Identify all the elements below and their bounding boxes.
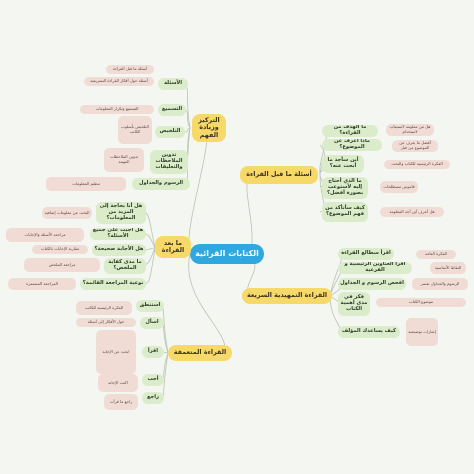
focus-leaf-2[interactable]: أسئلة حول أفكار القراءة التسريعية bbox=[84, 77, 154, 86]
after-leaf-3[interactable]: مقارنة الإجابات بالكتاب bbox=[32, 245, 88, 254]
before-where[interactable]: أين سأجد ما أبحث عنه؟ bbox=[322, 155, 364, 173]
after-review[interactable]: نوعية المراجعة القائمة؟ bbox=[80, 278, 146, 290]
focus-leaf-3[interactable]: التسميع وتكرار المعلومات bbox=[80, 105, 154, 114]
after-leaf-5[interactable]: المراجعة المستمرة bbox=[8, 278, 76, 290]
before-leaf-3[interactable]: الفكرة الرئيسية للكتاب والبحث bbox=[384, 160, 450, 169]
focus-leaf-4[interactable]: التلخيص بأسلوب الكاتب bbox=[118, 116, 152, 144]
deep-leaf-3[interactable]: ابحث عن الإجابة bbox=[96, 330, 136, 374]
quick-leaf-3[interactable]: الرسوم والجداول تفسر bbox=[412, 278, 468, 290]
deep-read[interactable]: اقرأ bbox=[142, 346, 164, 358]
before-leaf-2[interactable]: أفضل ما يعرف عن الموضوع من قبل bbox=[392, 140, 438, 152]
after-leaf-1[interactable]: البحث عن معلومات إضافية bbox=[42, 207, 92, 219]
quick-leaf-2[interactable]: النقاط الأساسية bbox=[430, 262, 466, 274]
before-know[interactable]: ماذا أعرف عن الموضوع؟ bbox=[322, 139, 382, 151]
after-leaf-4[interactable]: مراجعة الملخص bbox=[24, 258, 100, 272]
focus-graphics[interactable]: الرسوم والجداول bbox=[132, 178, 190, 190]
focus-leaf-5[interactable]: تدوين الملاحظات المهمة bbox=[104, 148, 144, 172]
deep-survey[interactable]: استنطق bbox=[136, 300, 164, 312]
before-verify[interactable]: كيف سأتأكد من فهم الموضوع؟ bbox=[322, 202, 368, 222]
before-leaf-5[interactable]: هل أعرف أين أجد المعلومة bbox=[380, 207, 444, 217]
deep-review[interactable]: راجع bbox=[142, 392, 164, 404]
main-topic-focus[interactable]: التركيز وزيادة الفهم bbox=[192, 114, 226, 142]
deep-question[interactable]: اسأل bbox=[140, 317, 164, 329]
deep-answer[interactable]: أجب bbox=[142, 374, 164, 386]
quick-leaf-1[interactable]: الفكرة العامة bbox=[416, 250, 456, 259]
after-more-info[interactable]: هل أنا بحاجة إلى المزيد من المعلومات؟ bbox=[96, 202, 146, 224]
deep-leaf-4[interactable]: اكتب الإجابة bbox=[98, 374, 138, 392]
quick-headings[interactable]: اقرأ العناوين الرئيسية و الفرعية bbox=[338, 262, 412, 274]
main-topic-after[interactable]: ما بعد القراءة bbox=[155, 236, 191, 258]
after-correct[interactable]: هل الأجابة صحيحة؟ bbox=[92, 244, 146, 256]
deep-leaf-5[interactable]: راجع ما قرأت bbox=[104, 394, 138, 410]
center-topic[interactable]: الكتابات القرائية bbox=[190, 244, 264, 264]
quick-leaf-4[interactable]: موضوع الكتاب bbox=[376, 298, 466, 307]
focus-questions[interactable]: الأسئلة bbox=[158, 78, 188, 90]
focus-leaf-6[interactable]: تنظيم المعلومات bbox=[46, 177, 126, 191]
focus-summarize[interactable]: التلخيص bbox=[155, 126, 185, 138]
focus-notes[interactable]: تدوين الملاحظات والتعليقات bbox=[150, 150, 188, 174]
main-topic-deep[interactable]: القراءة المتعمقة bbox=[168, 345, 232, 361]
after-answered[interactable]: هل أجبت على جميع الأسئلة؟ bbox=[90, 228, 146, 240]
quick-importance[interactable]: فكر في مدى أهمية الكتاب bbox=[338, 292, 370, 316]
main-topic-before[interactable]: أسئلة ما قبل القراءة bbox=[240, 166, 318, 184]
after-leaf-2[interactable]: مراجعة الأسئلة والإجابات bbox=[6, 228, 84, 242]
main-topic-quick[interactable]: القراءة التمهيدية السريعة bbox=[242, 288, 332, 304]
quick-intro[interactable]: اقرأ سطالع القراءة bbox=[338, 248, 394, 260]
before-need[interactable]: ما الذي أحتاج إليه لأستوعب بصورة أفضل؟ bbox=[322, 177, 368, 199]
before-leaf-4[interactable]: قاموس مصطلحات bbox=[380, 181, 418, 193]
quick-graphics[interactable]: افحص الرسوم و الجداول bbox=[338, 278, 406, 290]
quick-leaf-5[interactable]: إشارات توضيحية bbox=[406, 318, 438, 346]
quick-author[interactable]: كيف يساعدك المؤلف bbox=[338, 326, 400, 338]
before-goal[interactable]: ما الهدف من القراءة؟ bbox=[322, 125, 378, 137]
deep-leaf-2[interactable]: حول الأفكار إلى أسئلة bbox=[76, 318, 136, 327]
focus-recite[interactable]: التسميع bbox=[158, 104, 186, 116]
before-leaf-1[interactable]: هل من معلومة لاستيعاب لاستخدام bbox=[386, 124, 434, 136]
deep-leaf-1[interactable]: الفكرة الرئيسية للكاتب bbox=[76, 301, 132, 315]
after-summary[interactable]: ما مدى كفاية الملخص؟ bbox=[104, 258, 146, 274]
focus-leaf-1[interactable]: أسئلة ما قبل القراءة bbox=[106, 65, 154, 74]
